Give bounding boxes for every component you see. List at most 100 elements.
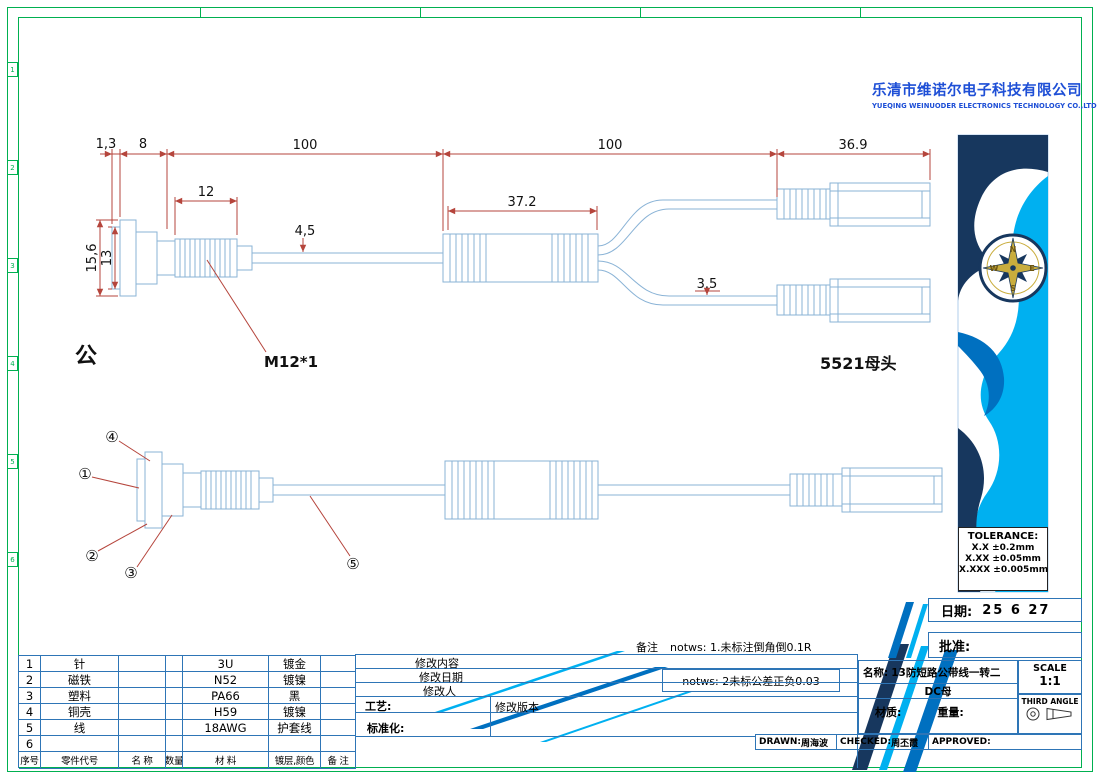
tolerance-title: TOLERANCE: (967, 531, 1039, 542)
part-row-no: 1 (19, 656, 41, 672)
callout-5: ⑤ (346, 555, 359, 573)
part-row-no: 2 (19, 672, 41, 688)
scale-box: SCALE 1:1 (1018, 660, 1082, 694)
part-name-row: 名称: 13防短路公带线一转二 (859, 661, 1017, 684)
sheet-outer-border (7, 7, 1093, 772)
parts-header-code: 零件代号 (41, 752, 119, 769)
approve-box: 批准: (928, 632, 1082, 658)
drawn-name: 周海波 (801, 738, 829, 749)
zone-tick (860, 7, 861, 17)
company-header: 乐清市维诺尔电子科技有限公司 YUEQING WEINUODER ELECTRO… (872, 79, 1097, 110)
drawn-label: DRAWN: (759, 737, 802, 747)
part-callouts: ④ ① ② ③ ⑤ (78, 428, 359, 582)
checked-cell: CHECKED: 周丕霞 (837, 735, 929, 749)
dim-thread: 12 (198, 185, 215, 200)
divider (490, 696, 491, 736)
note-2-box: notws: 2未标公差正负0.03 (662, 669, 840, 692)
part-row-material: 18AWG (183, 720, 269, 736)
dimension-labels: 1,3 8 100 100 36.9 12 37.2 4,5 3.5 15,6 … (85, 137, 867, 292)
notes-prefix: 备注 (636, 641, 658, 654)
part-row-name: 塑料 (41, 688, 119, 704)
date-value: 25 6 27 (982, 602, 1051, 618)
part-row-plating (269, 736, 321, 752)
company-name-cn: 乐清市维诺尔电子科技有限公司 (872, 83, 1082, 99)
table-cell (119, 688, 166, 704)
female-plug-label: 5521母头 (820, 354, 897, 373)
dim-body: 37.2 (508, 195, 537, 210)
compass-s: S (1010, 284, 1016, 293)
cable-top-view (111, 182, 931, 323)
scale-label: SCALE (1033, 663, 1067, 674)
compass-n: N (1010, 245, 1017, 254)
signatures-row: DRAWN: 周海波 CHECKED: 周丕霞 APPROVED: (755, 734, 1082, 750)
date-label: 日期: (941, 604, 973, 620)
table-cell (166, 704, 183, 720)
part-row-plating: 镀镍 (269, 704, 321, 720)
parts-header-qty: 数量 (166, 752, 183, 769)
sheet-inner-border (18, 17, 1082, 768)
dim-plate-dia: 13 (100, 250, 115, 267)
part-row-plating: 黑 (269, 688, 321, 704)
approve-label: 批准: (939, 639, 971, 655)
part-row-plating: 镀金 (269, 656, 321, 672)
material-label: 材质: (875, 706, 902, 719)
tolerance-row: X.XXX ±0.005mm (959, 565, 1049, 575)
parts-header-no: 序号 (19, 752, 41, 769)
checked-name: 周丕霞 (891, 738, 919, 749)
side-art-panel: N E S W (957, 134, 1049, 593)
drawn-cell: DRAWN: 周海波 (756, 735, 837, 749)
part-row-material: H59 (183, 704, 269, 720)
name-value: 13防短路公带线一转二 (891, 666, 1001, 679)
compass-rose-icon: N E S W (978, 233, 1048, 303)
material-weight-row: 材质: 重量: (859, 699, 1017, 733)
dim-flange-dia: 15,6 (85, 244, 100, 273)
table-cell (321, 704, 356, 720)
tolerance-row: X.XX ±0.05mm (965, 554, 1041, 564)
part-row-no: 5 (19, 720, 41, 736)
part-row-material (183, 736, 269, 752)
callout-2: ② (85, 547, 98, 565)
divider (355, 668, 858, 669)
divider (355, 712, 858, 713)
revision-date-label: 修改日期 (419, 671, 463, 684)
part-row-name: 磁铁 (41, 672, 119, 688)
compass-e: E (1029, 264, 1034, 273)
zone-marker: 6 (7, 552, 18, 567)
table-cell (119, 672, 166, 688)
dim-cable-dia: 4,5 (295, 224, 316, 239)
table-cell (166, 720, 183, 736)
parts-header-plating: 镀层,颜色 (269, 752, 321, 769)
zone-tick (420, 7, 421, 17)
divider (355, 696, 858, 697)
table-cell (166, 672, 183, 688)
dim-branch-dia: 3.5 (697, 277, 718, 292)
process-label: 工艺: (365, 700, 392, 713)
name-sub-row: DC母 (859, 684, 1017, 699)
zone-marker: 2 (7, 160, 18, 175)
revision-content-label: 修改内容 (415, 657, 459, 670)
revision-version-label: 修改版本 (495, 701, 539, 714)
tolerance-box: TOLERANCE: X.X ±0.2mm X.XX ±0.05mm X.XXX… (958, 527, 1048, 591)
table-cell (321, 720, 356, 736)
parts-header-material: 材 料 (183, 752, 269, 769)
male-label: 公 (75, 344, 97, 369)
part-row-plating: 镀镍 (269, 672, 321, 688)
dim-cable2: 100 (598, 138, 623, 153)
drawing-labels: 公 M12*1 5521母头 (75, 344, 897, 373)
dim-plug: 36.9 (839, 138, 868, 153)
compass-w: W (990, 264, 999, 273)
dim-flange: 8 (139, 137, 147, 152)
scale-value: 1:1 (1039, 674, 1061, 688)
table-cell (119, 656, 166, 672)
table-cell (166, 736, 183, 752)
table-cell (321, 672, 356, 688)
table-cell (166, 688, 183, 704)
revision-person-label: 修改人 (423, 685, 456, 698)
zone-marker: 4 (7, 356, 18, 371)
drawing-notes: 备注 notws: 1.未标注倒角倒0.1R (636, 639, 812, 655)
part-row-no: 6 (19, 736, 41, 752)
part-row-name: 针 (41, 656, 119, 672)
divider (355, 654, 858, 655)
